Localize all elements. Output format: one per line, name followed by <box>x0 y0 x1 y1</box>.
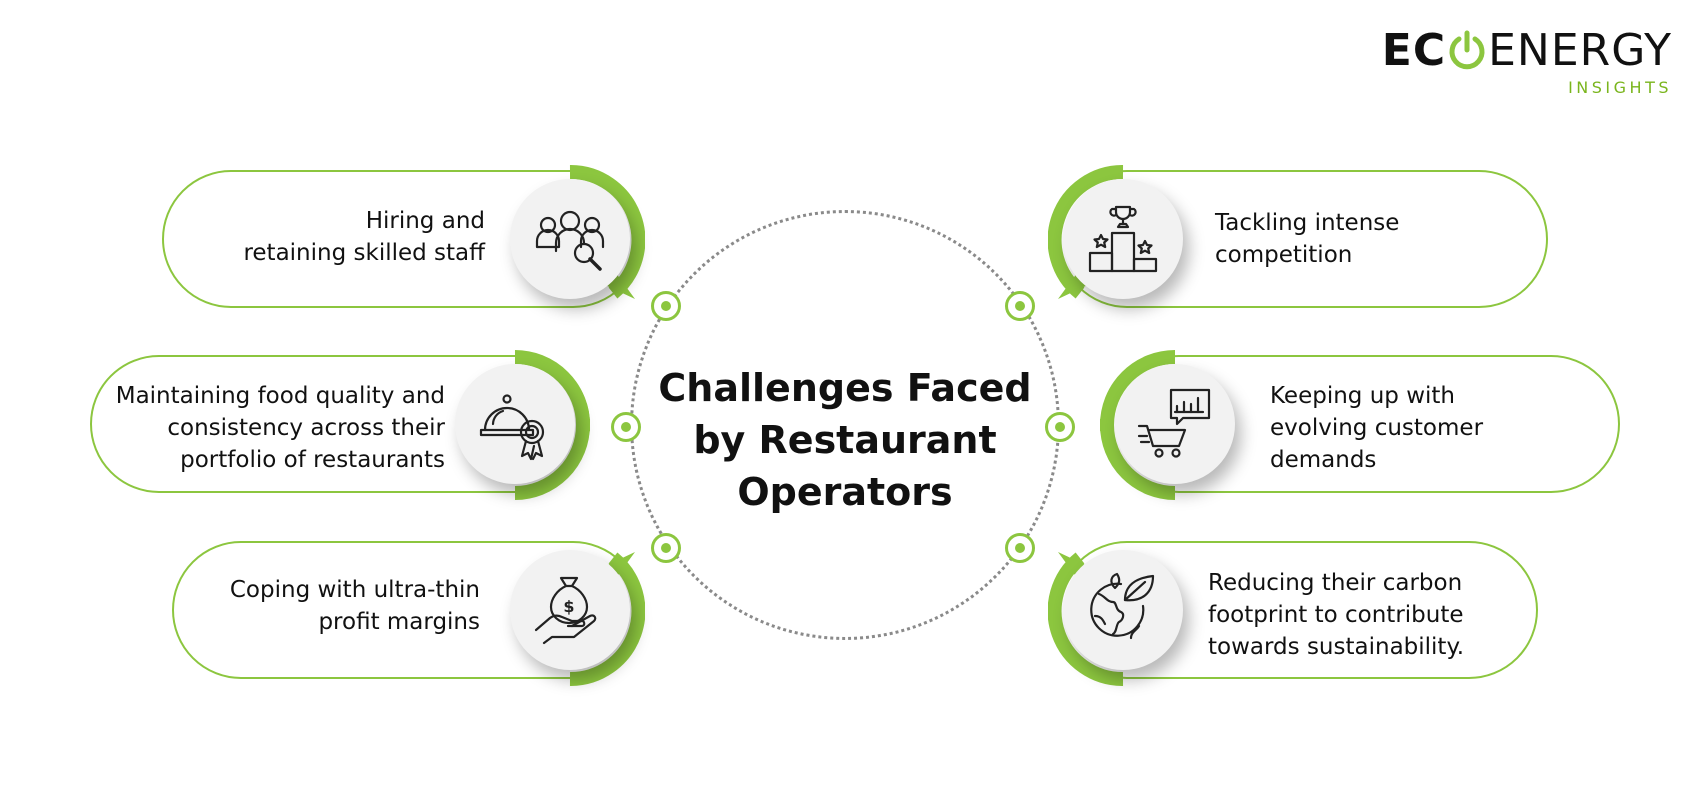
challenge-line: Keeping up with <box>1270 383 1455 409</box>
brand-logo: EC ENERGY INSIGHTS <box>1382 26 1672 98</box>
accent-arc <box>514 350 590 500</box>
challenge-text-customer-demands: Keeping up with evolving customer demand… <box>1270 380 1590 476</box>
brand-name-part1: EC <box>1381 25 1447 76</box>
connector-dot <box>1045 412 1075 442</box>
brand-name-part2: ENERGY <box>1488 25 1672 76</box>
challenge-line: Reducing their carbon <box>1208 570 1463 596</box>
connector-dot <box>651 533 681 563</box>
challenge-line: Maintaining food quality and <box>115 383 445 409</box>
center-title-line: by Restaurant <box>693 418 997 462</box>
money-bag-hand-icon-badge: $ <box>510 550 630 670</box>
brand-wordmark: EC ENERGY <box>1382 26 1672 76</box>
challenge-text-food-quality: Maintaining food quality and consistency… <box>100 380 445 476</box>
challenge-line: evolving customer <box>1270 415 1484 441</box>
challenge-line: towards sustainability. <box>1208 634 1465 660</box>
center-title-line: Operators <box>737 470 953 514</box>
center-title-line: Challenges Faced <box>658 366 1032 410</box>
cloche-award-icon-badge <box>455 364 575 484</box>
power-icon <box>1449 30 1485 70</box>
brand-tagline: INSIGHTS <box>1568 78 1672 97</box>
cart-chart-icon-badge <box>1115 364 1235 484</box>
challenge-text-carbon-footprint: Reducing their carbon footprint to contr… <box>1208 567 1528 663</box>
challenge-line: Coping with ultra-thin <box>229 577 480 603</box>
pointer-arrow <box>617 272 647 302</box>
team-search-icon-badge <box>510 179 630 299</box>
challenge-line: Tackling intense <box>1215 210 1400 236</box>
globe-leaf-icon-badge <box>1063 550 1183 670</box>
challenge-line: Hiring and <box>365 208 485 234</box>
svg-text:$: $ <box>563 597 574 616</box>
challenge-line: portfolio of restaurants <box>180 447 445 473</box>
cart-chart-icon <box>1137 388 1211 458</box>
accent-arc <box>1100 350 1176 500</box>
team-search-icon <box>535 210 605 271</box>
cloche-award-icon <box>479 394 545 461</box>
challenge-line: competition <box>1215 242 1353 268</box>
center-title: Challenges Faced by Restaurant Operators <box>650 362 1040 518</box>
challenge-line: consistency across their <box>167 415 445 441</box>
challenge-line: footprint to contribute <box>1208 602 1464 628</box>
money-bag-hand-icon: $ <box>534 576 597 645</box>
challenge-text-competition: Tackling intense competition <box>1215 207 1515 271</box>
globe-leaf-icon <box>1090 572 1155 640</box>
challenge-line: demands <box>1270 447 1377 473</box>
connector-dot <box>651 291 681 321</box>
connector-dot <box>1005 291 1035 321</box>
connector-dot <box>611 412 641 442</box>
trophy-podium-icon-badge <box>1063 179 1183 299</box>
challenge-line: profit margins <box>318 609 480 635</box>
challenge-line: retaining skilled staff <box>243 240 485 266</box>
trophy-podium-icon <box>1088 205 1158 273</box>
connector-dot <box>1005 533 1035 563</box>
challenge-text-profit-margins: Coping with ultra-thin profit margins <box>185 574 480 638</box>
challenge-text-hiring: Hiring and retaining skilled staff <box>185 205 485 269</box>
